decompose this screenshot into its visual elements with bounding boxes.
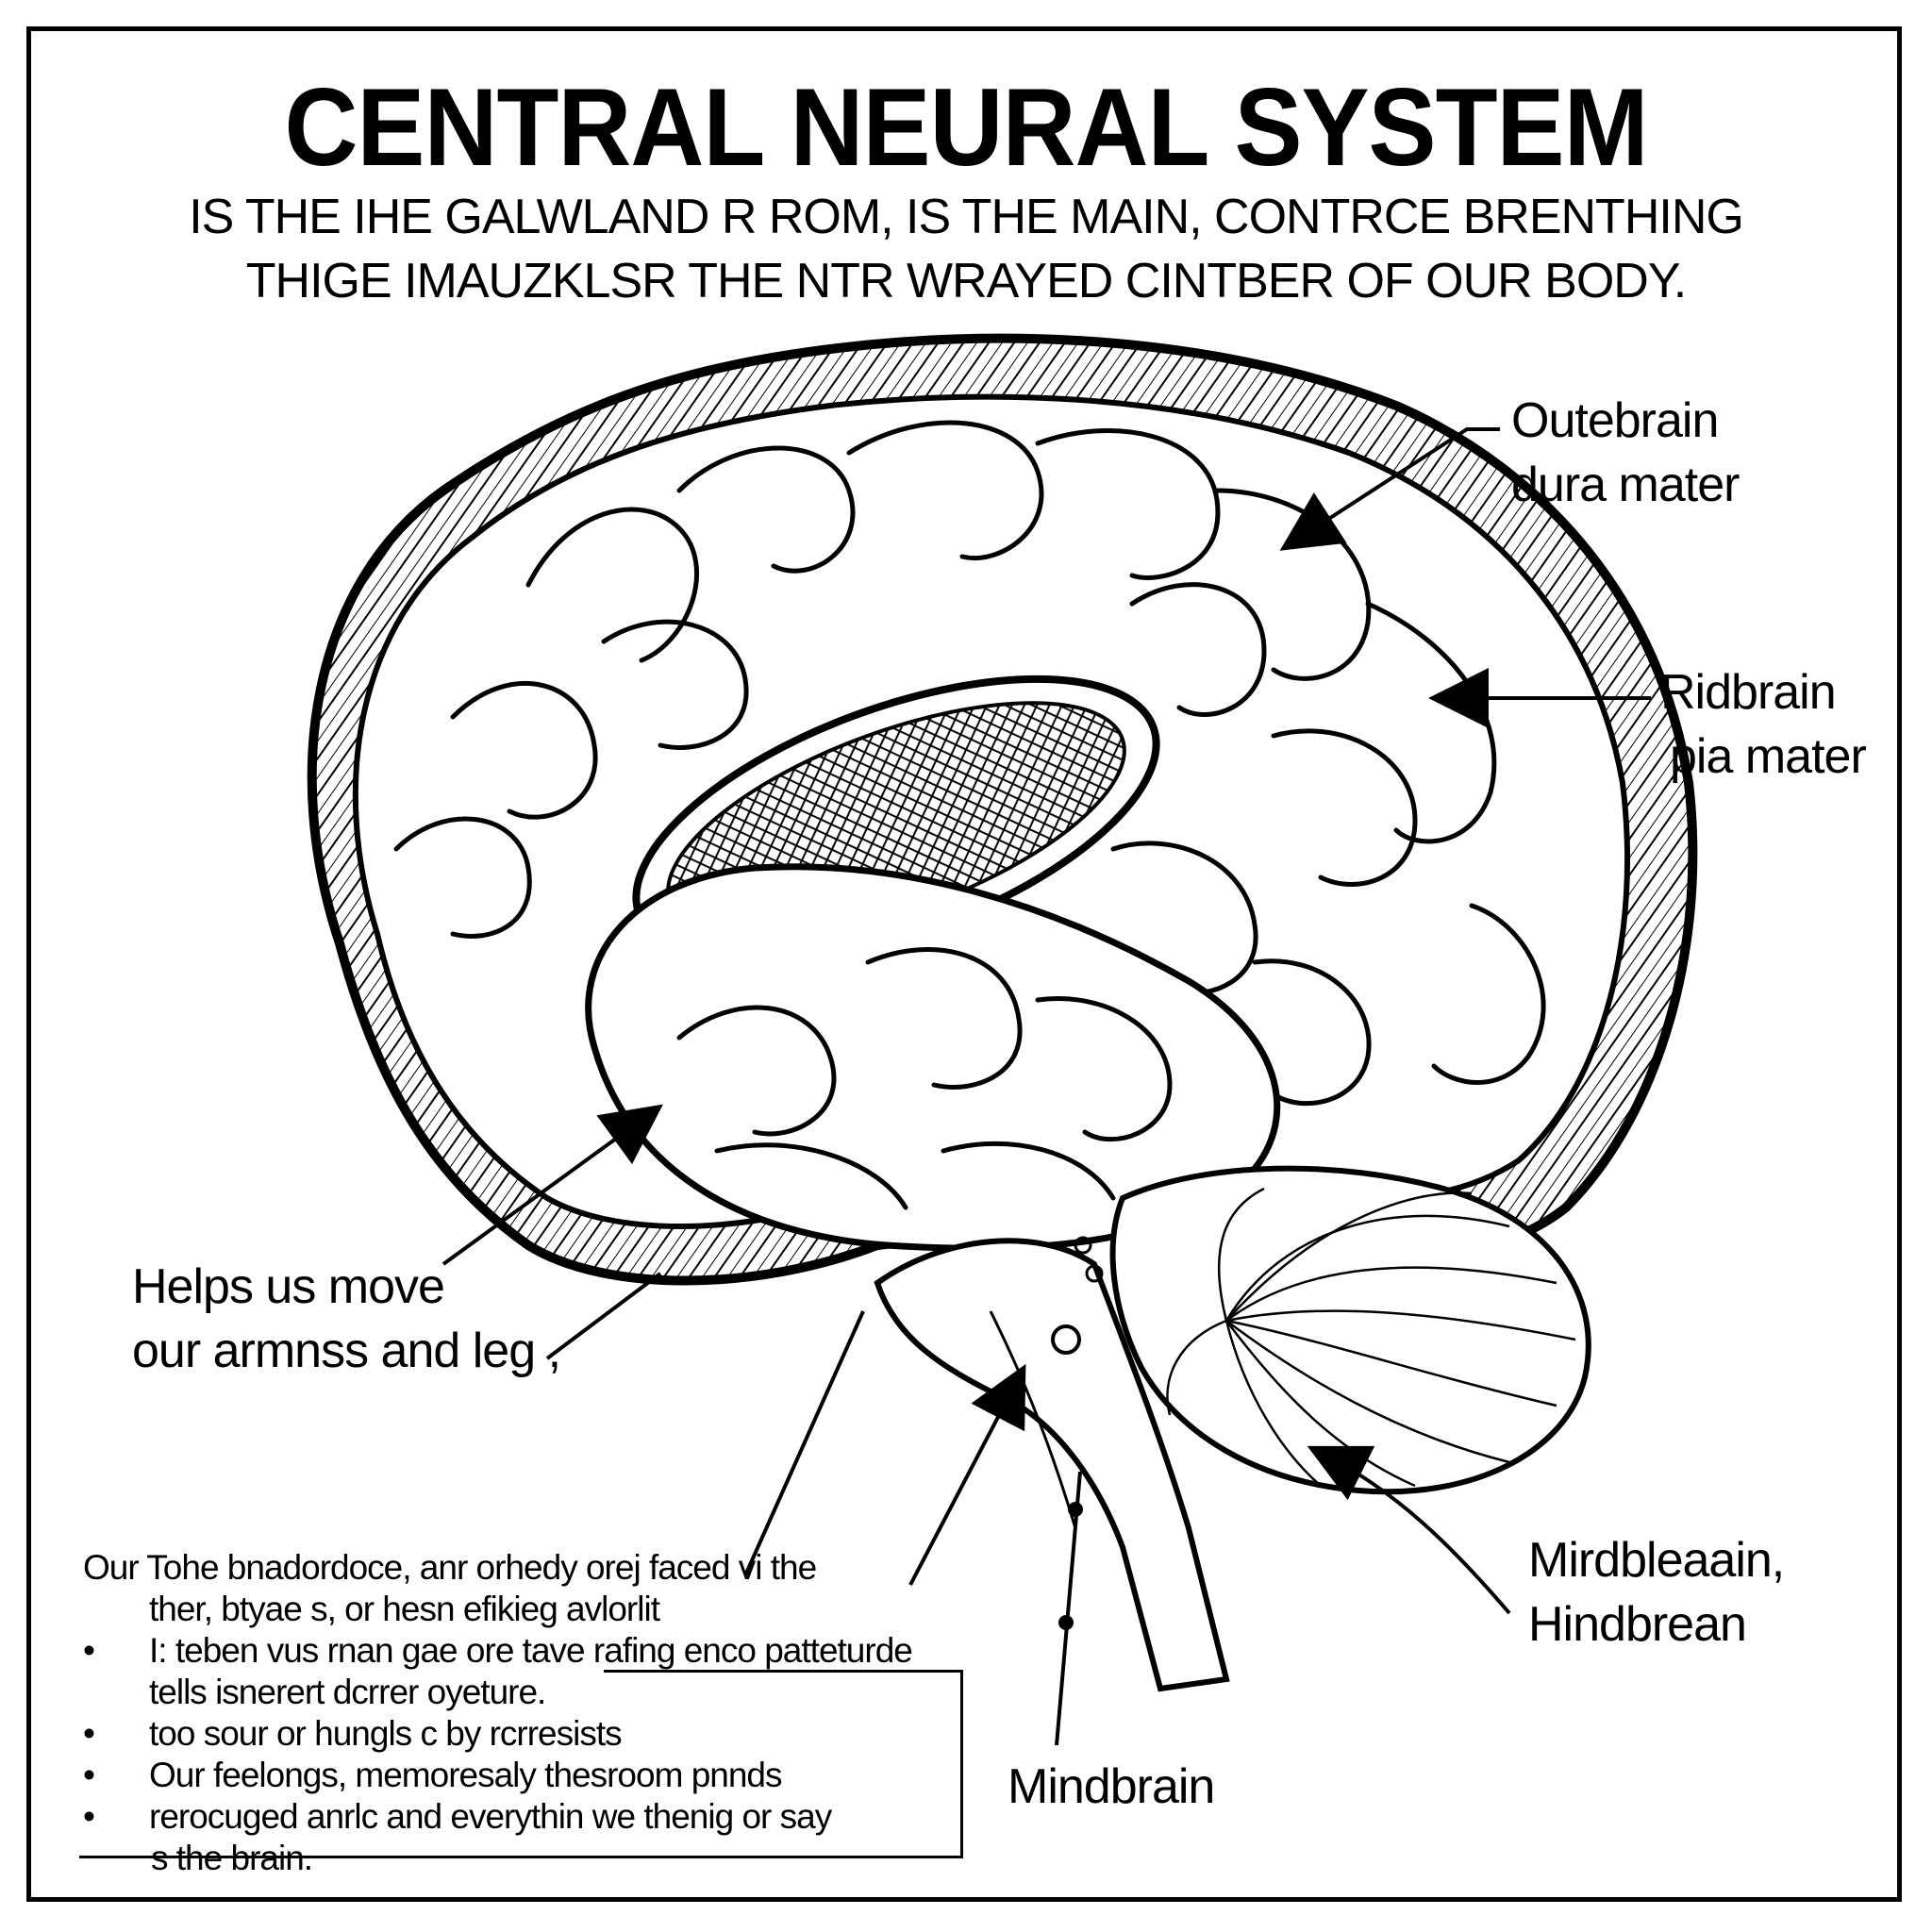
page-title: CENTRAL NEURAL SYSTEM bbox=[284, 65, 1648, 189]
notes-intro-2: ther, btyae s, or hesn efikieg avlorlit bbox=[149, 1590, 660, 1628]
notes-box: Our Tohe bnadordoce, anr orhedy orej fac… bbox=[83, 1547, 970, 1879]
list-item: too sour or hungls c by rcrresists bbox=[83, 1713, 970, 1755]
label-midbrain: Mindbrain bbox=[1008, 1759, 1215, 1814]
notes-tail: s the brain. bbox=[151, 1839, 313, 1877]
notes-box-top-border bbox=[604, 1670, 962, 1673]
pointer-lines bbox=[441, 427, 1651, 1746]
notes-intro-1: Our Tohe bnadordoce, anr orhedy orej fac… bbox=[83, 1548, 817, 1587]
notes-box-right-border bbox=[960, 1670, 963, 1858]
label-mid-hind-brain: Mirdbleaain, Hindbrean bbox=[1528, 1533, 1785, 1652]
list-item: I: teben vus rnan gae ore tave rafing en… bbox=[83, 1630, 970, 1713]
cerebellum-shape bbox=[1109, 1165, 1591, 1495]
list-item: Our feelongs, memoresaly thesroom pnnds bbox=[83, 1755, 970, 1796]
brainstem-shape bbox=[874, 1238, 1230, 1692]
label-helps-move: Helps us move our armnss and leg , bbox=[132, 1259, 561, 1378]
gyri-lines bbox=[393, 420, 1546, 1107]
subtitle-line-2: THIGE IMAUZKLSR THE NTR WRAYED CINTBER O… bbox=[245, 254, 1688, 308]
temporal-lobe-shape bbox=[585, 863, 1281, 1252]
page-frame bbox=[26, 26, 1902, 1902]
label-outer-brain: Outebrain dura mater bbox=[1511, 393, 1740, 512]
label-rid-brain: Ridbrain pia mater bbox=[1660, 665, 1867, 784]
subtitle-line-1: IS THE IHE GALWLAND R ROM, IS THE MAIN, … bbox=[189, 190, 1744, 244]
notes-box-bottom-border bbox=[79, 1856, 963, 1858]
notes-list: I: teben vus rnan gae ore tave rafing en… bbox=[83, 1630, 970, 1838]
list-item: rerocuged anrlc and everythin we thenig … bbox=[83, 1796, 970, 1838]
